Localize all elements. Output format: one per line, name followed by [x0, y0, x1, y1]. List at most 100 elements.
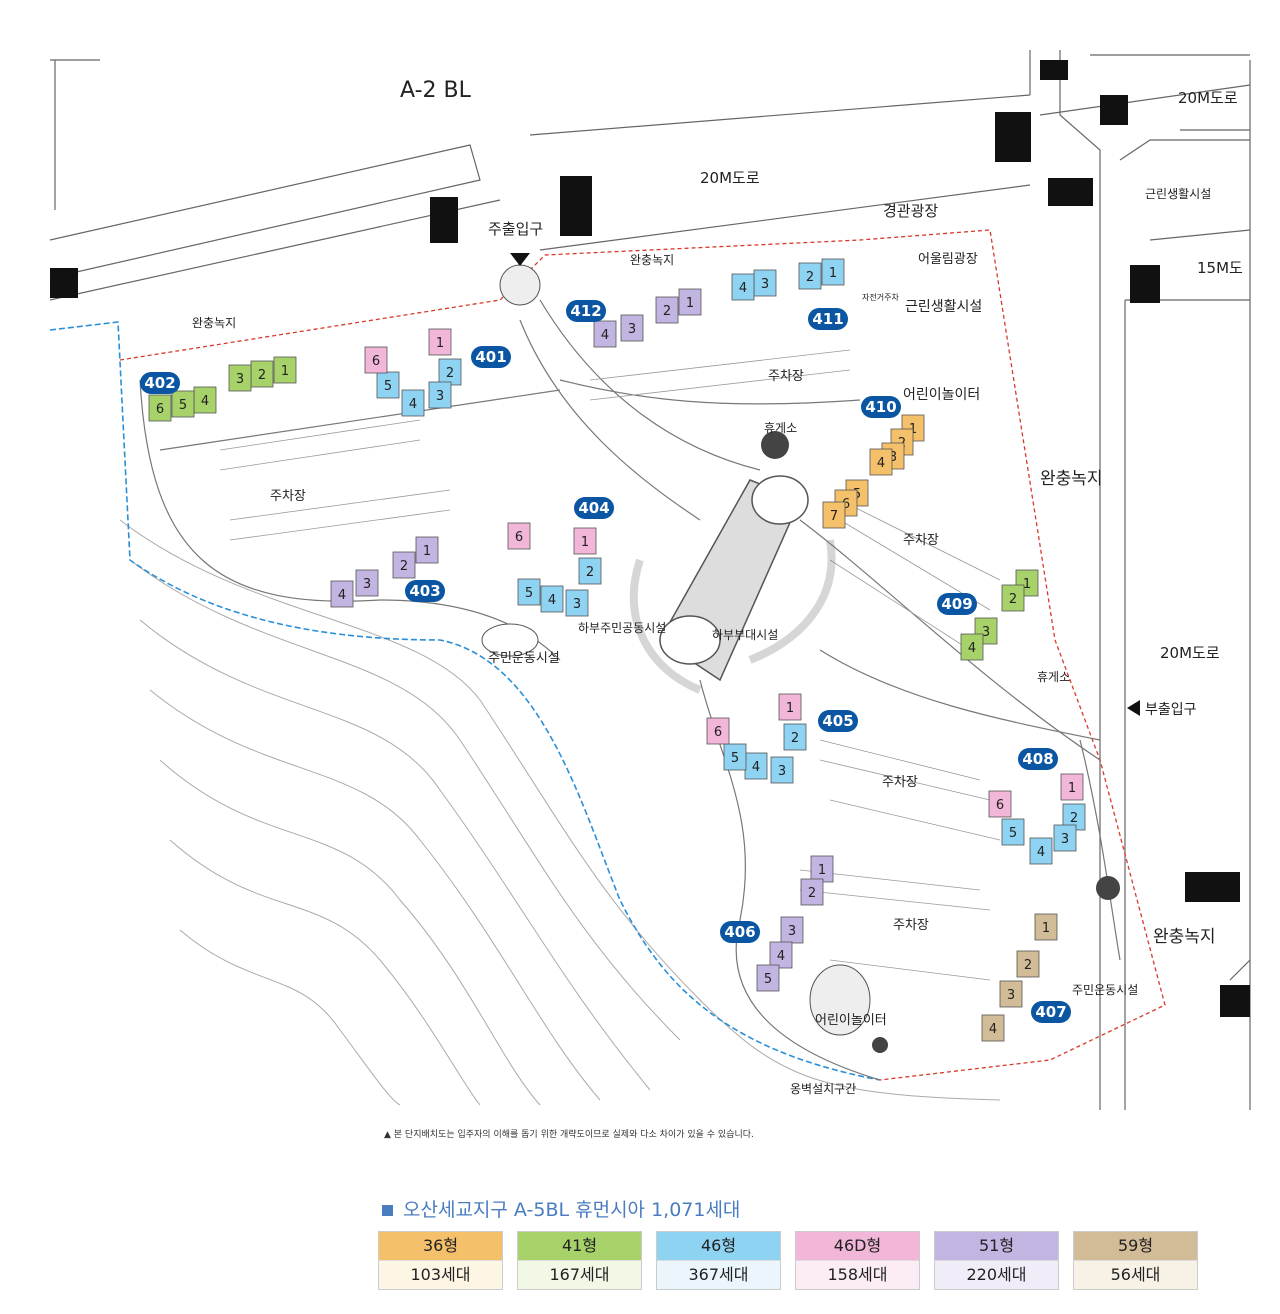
- unit-number: 4: [989, 1022, 997, 1037]
- unit-number: 2: [586, 565, 594, 580]
- unit-block: [999, 980, 1023, 1008]
- unit-block: [593, 320, 617, 348]
- road-label-right: 20M도로: [1160, 644, 1220, 662]
- unit-number: 3: [628, 322, 636, 337]
- legend-count: 367세대: [657, 1260, 780, 1289]
- site-boundary-blue: [49, 321, 881, 1081]
- unit-block: [364, 346, 388, 374]
- unit-block: [1016, 950, 1040, 978]
- unit-block: [1034, 913, 1058, 941]
- legend-count: 158세대: [796, 1260, 919, 1289]
- neighborhood-facility-right-label: 근린생활시설: [1145, 187, 1211, 201]
- playground-bottom-label: 어린이놀이터: [815, 1013, 887, 1028]
- parking-stalls: [219, 349, 1001, 981]
- main-entrance-label: 주출입구: [488, 220, 543, 238]
- unit-number: 4: [409, 397, 417, 412]
- unit-block: [273, 356, 297, 384]
- road-label-15m: 15M도: [1197, 259, 1243, 277]
- block-label: A-2 BL: [400, 78, 472, 103]
- building-410: 1234567410: [822, 396, 925, 529]
- unit-number: 2: [806, 270, 814, 285]
- unit-block: [171, 390, 195, 418]
- neighborhood-facility-label: 근린생활시설: [905, 299, 982, 315]
- building-number: 408: [1022, 750, 1053, 768]
- unit-number: 2: [1070, 811, 1078, 826]
- unit-block: [800, 878, 824, 906]
- unit-block: [869, 448, 893, 476]
- unit-number: 4: [1037, 845, 1045, 860]
- legend-item-46: 46형 367세대: [656, 1231, 781, 1290]
- unit-number: 5: [525, 586, 533, 601]
- legend-count: 167세대: [518, 1260, 641, 1289]
- unit-number: 4: [752, 760, 760, 775]
- unit-block: [415, 536, 439, 564]
- unit-block: [1053, 824, 1077, 852]
- unit-block: [376, 371, 400, 399]
- central-plaza: [481, 264, 1120, 1053]
- legend-title: 오산세교지구 A-5BL 휴먼시아 1,071세대: [382, 1195, 740, 1222]
- building-number-badge: [818, 710, 858, 732]
- unit-block: [783, 723, 807, 751]
- unit-number: 6: [156, 402, 164, 417]
- building-number-badge: [1031, 1001, 1071, 1023]
- building-number-badge: [720, 921, 760, 943]
- unit-number: 3: [778, 764, 786, 779]
- unit-number: 1: [786, 701, 794, 716]
- building-number: 411: [812, 310, 843, 328]
- parking-label-405: 주차장: [882, 775, 918, 790]
- building-number: 409: [941, 595, 972, 613]
- building-number-badge: [405, 580, 445, 602]
- unit-number: 2: [808, 886, 816, 901]
- unit-block: [330, 580, 354, 608]
- unit-block: [507, 522, 531, 550]
- terrain-contours: [119, 519, 1001, 1106]
- legend-item-46d: 46D형 158세대: [795, 1231, 920, 1290]
- rest-right-label: 휴게소: [1037, 670, 1070, 684]
- retaining-wall-label: 옹벽설치구간: [790, 1082, 856, 1096]
- unit-number: 4: [777, 949, 785, 964]
- unit-block: [988, 790, 1012, 818]
- unit-block: [1001, 818, 1025, 846]
- unit-number: 4: [877, 456, 885, 471]
- sub-entrance-label: 부출입구: [1145, 702, 1197, 718]
- legend-item-36: 36형 103세대: [378, 1231, 503, 1290]
- unit-block: [540, 585, 564, 613]
- unit-block: [565, 589, 589, 617]
- building-number-badge: [471, 346, 511, 368]
- building-number-badge: [566, 300, 606, 322]
- unit-type-legend: 36형 103세대 41형 167세대 46형 367세대 46D형 158세대…: [378, 1231, 1198, 1290]
- unit-number: 2: [791, 731, 799, 746]
- unit-block: [573, 527, 597, 555]
- unit-number: 2: [1009, 592, 1017, 607]
- legend-count: 56세대: [1074, 1260, 1197, 1289]
- unit-block: [960, 633, 984, 661]
- unit-number: 5: [764, 972, 772, 987]
- unit-block: [1060, 773, 1084, 801]
- building-number-badge: [574, 497, 614, 519]
- unit-number: 1: [436, 336, 444, 351]
- landscape-plaza-label: 경관광장: [883, 202, 938, 220]
- unit-block: [401, 389, 425, 417]
- unit-number: 3: [1007, 988, 1015, 1003]
- unit-number: 3: [363, 577, 371, 592]
- unit-number: 3: [761, 277, 769, 292]
- map-labels: A-2 BL 20M도로 20M도로 15M도 20M도로 주출입구 부출입구 …: [192, 78, 1243, 1096]
- legend-type: 46형: [657, 1232, 780, 1260]
- disclaimer-note: ▲ 본 단지배치도는 입주자의 이해를 돕기 위한 개략도이므로 실제와 다소 …: [384, 1130, 754, 1140]
- sub-entrance-arrow: [1127, 700, 1140, 716]
- bicycle-parking-label: 자전거주차: [862, 292, 899, 302]
- unit-number: 2: [446, 366, 454, 381]
- unit-block: [355, 569, 379, 597]
- unit-number: 2: [400, 559, 408, 574]
- unit-number: 1: [829, 266, 837, 281]
- unit-number: 5: [731, 751, 739, 766]
- unit-number: 1: [581, 535, 589, 550]
- unit-block: [1029, 837, 1053, 865]
- unit-number: 1: [1068, 781, 1076, 796]
- legend-type: 51형: [935, 1232, 1058, 1260]
